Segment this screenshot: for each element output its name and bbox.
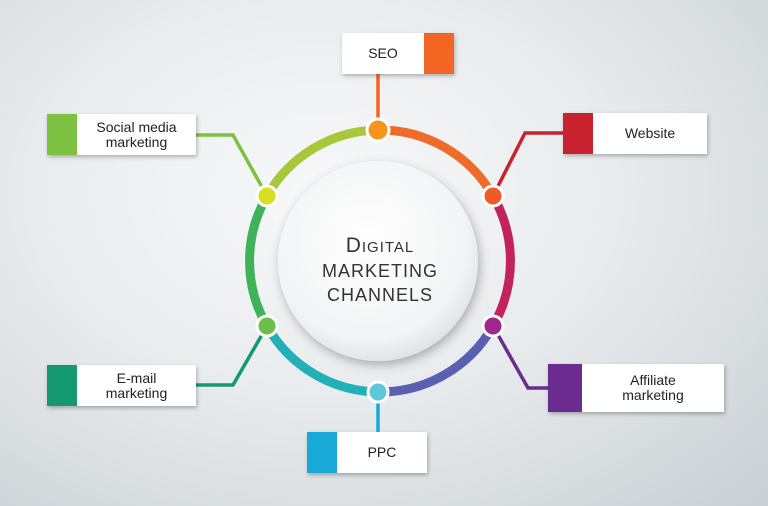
channel-swatch-affiliate — [548, 364, 582, 412]
node-website — [481, 184, 505, 208]
ring-arc-right — [489, 193, 515, 329]
node-social — [255, 184, 279, 208]
channel-label-email: E-mail marketing — [105, 369, 168, 401]
ring-arc-left — [245, 193, 271, 329]
channel-label-seo: SEO — [368, 45, 398, 61]
ring-arc-top-right — [377, 125, 497, 199]
connector-website — [491, 131, 563, 197]
channel-swatch-social — [47, 114, 77, 155]
channel-label-social: Social media marketing — [96, 118, 177, 150]
channel-card-website: Website — [563, 113, 707, 154]
channel-card-email: E-mail marketing — [47, 365, 196, 406]
node-email — [255, 314, 279, 338]
node-affiliate — [481, 314, 505, 338]
channel-label-affiliate: Affiliate marketing — [622, 372, 684, 403]
channel-swatch-ppc — [307, 432, 337, 473]
ring-arc-top-left — [263, 125, 379, 199]
node-ppc — [366, 380, 390, 404]
channel-swatch-website — [563, 113, 593, 154]
channel-card-affiliate: Affiliate marketing — [548, 364, 724, 412]
ring-arc-bottom-right — [377, 323, 497, 397]
connector-affiliate — [491, 325, 548, 390]
center-disc — [278, 161, 478, 361]
ring-arc-bottom-left — [263, 323, 379, 397]
channel-card-social: Social media marketing — [47, 114, 196, 155]
node-seo — [365, 117, 391, 143]
connector-email — [196, 325, 269, 387]
connector-social — [196, 133, 269, 197]
channel-swatch-email — [47, 365, 77, 406]
channel-label-website: Website — [624, 125, 676, 141]
channel-card-ppc: PPC — [307, 432, 427, 473]
channel-card-seo: SEO — [342, 33, 454, 74]
channel-label-ppc: PPC — [367, 444, 397, 460]
channel-swatch-seo — [424, 33, 454, 74]
